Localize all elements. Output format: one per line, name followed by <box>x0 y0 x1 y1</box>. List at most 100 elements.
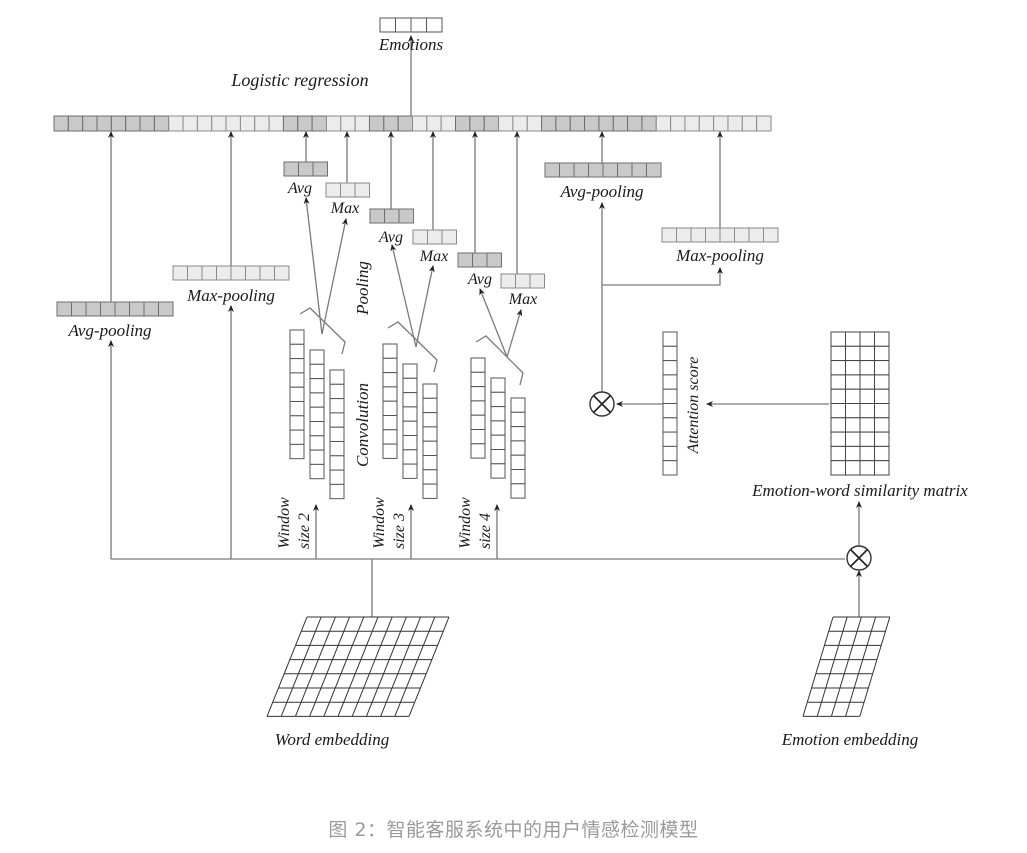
concat-segment-dark-cell <box>368 115 385 132</box>
branch2-conv-column-cell <box>422 383 438 399</box>
similarity-cell <box>830 360 846 376</box>
branch3-to-max-arrow <box>506 309 523 358</box>
branch2-conv-column-cell <box>422 440 438 457</box>
max-pooling-left-vector-cell <box>201 265 217 281</box>
branch1-conv-column-cell <box>309 363 325 380</box>
branch2-conv-column-cell <box>402 420 418 437</box>
branch3-conv-column-cell <box>510 397 526 413</box>
similarity-cell <box>830 388 846 405</box>
connection-lines <box>108 35 862 617</box>
concat-segment-dark-cell <box>483 115 500 132</box>
max-pooling-right-vector-cell <box>748 227 764 243</box>
concat-segment-light-cell <box>526 115 543 132</box>
concat-segment-light-cell <box>727 115 743 132</box>
branch3-conv-column-cell <box>510 483 526 499</box>
branch1-conv-column <box>289 329 305 460</box>
branch1-conv-column-cell <box>309 463 325 480</box>
branch3-avg-vector-cell <box>472 252 488 268</box>
concat-segment-light-cell <box>225 115 241 132</box>
branch3-max-vector-cell <box>529 273 545 289</box>
branch2-conv-column-cell <box>382 400 398 417</box>
word-embedding-grid-col-line <box>294 616 336 717</box>
avg-pooling-right-vector-cell <box>631 162 647 178</box>
attention-cell-column-cell <box>662 403 678 419</box>
branch1-conv-column-cell <box>309 378 325 394</box>
concat-segment-dark-cell <box>297 115 313 132</box>
branch2-avg-vector-cell <box>398 208 414 224</box>
avg-pooling-left-vector-cell <box>56 301 72 317</box>
concat-segment-dark-cell <box>125 115 141 132</box>
concat-segment-dark-cell <box>282 115 299 132</box>
concat-segment-dark-cell <box>153 115 170 132</box>
branch2-conv-column <box>402 363 418 479</box>
avg-pooling-right-vector-cell <box>588 162 604 178</box>
similarity-cell <box>874 403 890 419</box>
concat-segment-light-cell <box>512 115 528 132</box>
branch3-avg-label: Avg <box>467 271 492 288</box>
concat-segment-light-cell <box>239 115 256 132</box>
branch2-max-vector-cell <box>412 229 428 245</box>
concat-segment-light-cell <box>325 115 342 132</box>
attention-cell-column-cell <box>662 331 678 347</box>
branch3-conv-column-cell <box>490 463 506 479</box>
word-embedding-matrix <box>266 616 450 717</box>
window-label-3: Window <box>457 497 474 549</box>
window-size-label-3: size 4 <box>477 513 494 549</box>
branch2-conv-column-cell <box>422 412 438 428</box>
similarity-cell <box>830 460 846 476</box>
similarity-cell <box>859 460 875 476</box>
branch3-conv-column-cell <box>490 391 506 408</box>
branch3-conv-bracket <box>475 335 524 386</box>
similarity-cell <box>874 431 890 447</box>
max-pooling-right-vector-cell <box>705 227 721 243</box>
branch3-conv-column-cell <box>510 426 526 442</box>
similarity-cell <box>859 374 875 390</box>
concat-segment-light-cell <box>426 115 442 132</box>
concat-segment-dark-cell <box>82 115 98 132</box>
branch2-conv-column-cell <box>402 449 418 465</box>
concat-segment-light <box>655 115 772 132</box>
avg-pooling-left-vector-cell <box>85 301 101 317</box>
similarity-cell <box>845 331 861 347</box>
similarity-cell <box>845 345 861 362</box>
emotion-embedding-grid <box>802 616 891 717</box>
branch3-avg-vector-cell <box>457 252 473 268</box>
branch1-max-vector-cell <box>325 182 341 198</box>
branch1-conv-column-cell <box>329 412 345 428</box>
concat-segment-light-cell <box>440 115 457 132</box>
concat-segment-light-cell <box>670 115 686 132</box>
branch2-conv-column-cell <box>422 483 438 499</box>
similarity-cell <box>845 445 861 462</box>
word-embedding-grid-col-line <box>337 616 379 717</box>
attention-cell-column-cell <box>662 460 678 476</box>
branch1-max-vector <box>325 182 370 198</box>
branch2-max-vector-cell <box>427 229 443 245</box>
avg-pooling-left-vector-cell <box>71 301 87 317</box>
max-pooling-left-vector-cell <box>245 265 261 281</box>
emotions-label: Emotions <box>378 35 444 54</box>
branch3-avg-vector <box>457 252 502 268</box>
branch2-conv-column <box>422 383 438 499</box>
emotion-embedding-grid-col-line <box>816 616 848 717</box>
concat-segment-dark-cell <box>67 115 84 132</box>
branch3-conv-column-cell <box>470 371 486 388</box>
branch2-avg-vector-cell <box>369 208 385 224</box>
branch2-conv-column-cell <box>382 343 398 359</box>
branch3-conv-column-cell <box>490 420 506 436</box>
concat-segment-dark-cell <box>641 115 657 132</box>
window-label-1: Window <box>276 497 293 549</box>
max-pooling-right-vector <box>661 227 779 243</box>
concat-segment-dark-cell <box>555 115 571 132</box>
multiply-operators <box>589 391 872 571</box>
branch3-conv-column-cell <box>490 449 506 465</box>
emotion-output-cell <box>410 17 427 33</box>
branch1-conv-column-cell <box>329 398 345 414</box>
branch1-conv-column-cell <box>309 349 325 365</box>
branch2-to-avg-arrow <box>390 244 417 348</box>
similarity-cell <box>874 360 890 376</box>
avg-pooling-left-vector-cell <box>143 301 159 317</box>
branch1-conv-column-cell <box>289 443 305 460</box>
branch1-conv-bracket <box>299 307 346 355</box>
concat-segment-light-cell <box>268 115 284 132</box>
similarity-cell <box>830 345 846 362</box>
